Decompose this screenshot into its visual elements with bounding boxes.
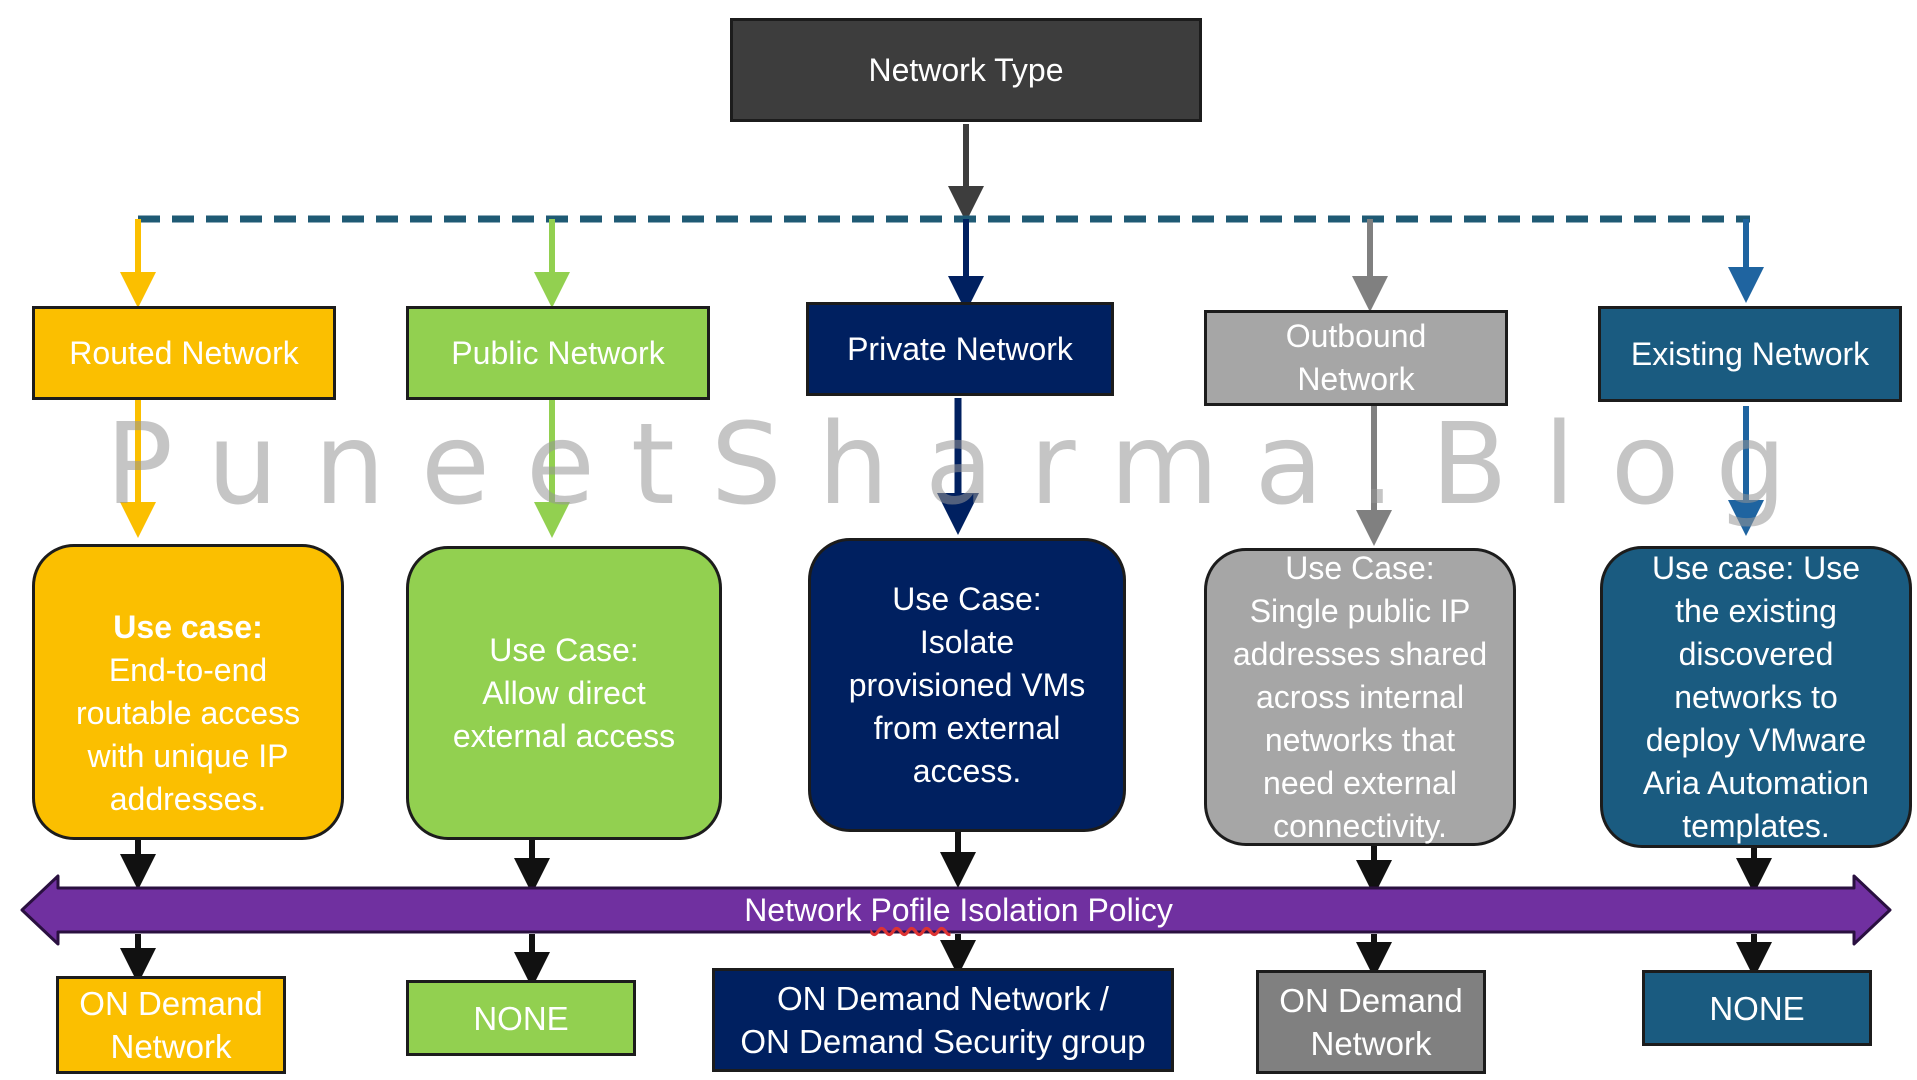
routed-use-case-box: Use case: End-to-end routable access with…	[32, 544, 344, 840]
public-network-box: Public Network	[406, 306, 710, 400]
existing-network-label: Existing Network	[1630, 335, 1870, 372]
policy-label-misspelled: Pofile	[870, 892, 951, 928]
routed-result-box: ON Demand Network	[56, 976, 286, 1074]
private-result-box: ON Demand Network / ON Demand Security g…	[712, 968, 1174, 1072]
routed-use-case-content: Use case: End-to-end routable access with…	[76, 563, 300, 821]
private-result-label: ON Demand Network / ON Demand Security g…	[740, 980, 1146, 1060]
existing-network-box: Existing Network	[1598, 306, 1902, 402]
existing-result-label: NONE	[1709, 989, 1805, 1027]
policy-bar-label: Network Pofile Isolation Policy	[0, 886, 1917, 934]
policy-bar-shape	[20, 874, 1892, 946]
outbound-result-box: ON Demand Network	[1256, 970, 1486, 1074]
private-use-case-box: Use Case: Isolate provisioned VMs from e…	[808, 538, 1126, 832]
public-use-case-box: Use Case: Allow direct external access	[406, 546, 722, 840]
existing-result-box: NONE	[1642, 970, 1872, 1046]
public-result-label: NONE	[473, 999, 569, 1037]
outbound-use-case-box: Use Case: Single public IP addresses sha…	[1204, 548, 1516, 846]
routed-network-label: Routed Network	[69, 334, 299, 371]
public-network-label: Public Network	[451, 334, 665, 371]
policy-label-part2: Isolation Policy	[950, 892, 1173, 928]
public-use-case-text: Use Case: Allow direct external access	[452, 631, 676, 754]
outbound-network-label: Outbound Network	[1285, 318, 1427, 397]
private-network-label: Private Network	[847, 330, 1073, 367]
private-network-box: Private Network	[806, 302, 1114, 396]
routed-use-case-text: End-to-end routable access with unique I…	[75, 652, 301, 817]
routed-network-box: Routed Network	[32, 306, 336, 400]
existing-use-case-box: Use case: Use the existing discovered ne…	[1600, 546, 1912, 848]
routed-use-case-heading: Use case:	[113, 609, 263, 645]
watermark-text: PuneetSharma.Blog	[105, 400, 1823, 530]
network-type-box: Network Type	[730, 18, 1202, 122]
policy-label-part1: Network	[744, 892, 871, 928]
public-result-box: NONE	[406, 980, 636, 1056]
outbound-result-label: ON Demand Network	[1279, 982, 1463, 1062]
private-use-case-text: Use Case: Isolate provisioned VMs from e…	[848, 580, 1086, 789]
existing-use-case-text: Use case: Use the existing discovered ne…	[1643, 549, 1869, 844]
routed-result-label: ON Demand Network	[79, 985, 263, 1065]
outbound-use-case-text: Use Case: Single public IP addresses sha…	[1232, 549, 1488, 844]
network-type-label: Network Type	[868, 51, 1064, 88]
outbound-network-box: Outbound Network	[1204, 310, 1508, 406]
